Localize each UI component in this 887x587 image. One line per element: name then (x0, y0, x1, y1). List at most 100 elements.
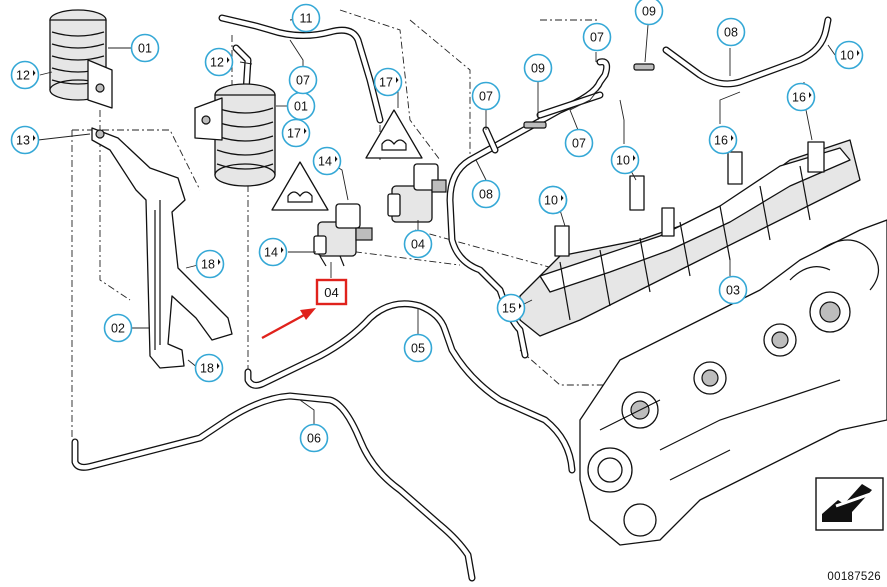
callout-circle (281, 118, 311, 148)
connector-09-right (633, 63, 655, 71)
callout-09[interactable]: 09 (523, 53, 553, 83)
callout-09[interactable]: 09 (634, 0, 664, 26)
callout-circle (10, 60, 40, 90)
callout-number: 10 (544, 194, 558, 208)
callout-number: 12 (210, 56, 224, 70)
callout-07[interactable]: 07 (564, 128, 594, 158)
callout-05[interactable]: 05 (403, 333, 433, 363)
callout-12[interactable]: 12 (10, 60, 40, 90)
callout-12[interactable]: 12 (204, 47, 234, 77)
callout-circle (312, 146, 342, 176)
callout-circle (403, 229, 433, 259)
engine-block (579, 219, 887, 546)
callout-number: 08 (724, 26, 738, 40)
callout-18[interactable]: 18 (194, 353, 224, 383)
callout-07[interactable]: 07 (288, 65, 318, 95)
callout-number: 17 (287, 127, 301, 141)
callout-10[interactable]: 10 (538, 185, 568, 215)
callout-number: 02 (111, 322, 125, 336)
callout-01[interactable]: 01 (286, 91, 316, 121)
callout-number: 01 (294, 100, 308, 114)
callout-number: 14 (264, 246, 278, 260)
callout-note-marker (519, 303, 522, 309)
callout-note-marker (561, 195, 564, 201)
callout-number: 18 (200, 362, 214, 376)
callout-08[interactable]: 08 (471, 179, 501, 209)
callout-18[interactable]: 18 (195, 249, 225, 279)
hose-05 (244, 300, 576, 474)
callout-number: 07 (479, 90, 493, 104)
hose-07-left (232, 44, 252, 96)
callout-14[interactable]: 14 (258, 237, 288, 267)
hose-06 (71, 392, 476, 582)
callout-04[interactable]: 04 (403, 229, 433, 259)
hose-07-small (482, 91, 604, 154)
callout-13[interactable]: 13 (10, 125, 40, 155)
callout-number: 15 (502, 302, 516, 316)
callout-note-marker (281, 247, 284, 253)
hose-07-top (218, 14, 384, 124)
vacuum-reservoir-middle (194, 83, 276, 187)
callout-10[interactable]: 10 (834, 40, 864, 70)
callout-number: 11 (300, 12, 313, 26)
callout-circle (403, 333, 433, 363)
callout-10[interactable]: 10 (610, 145, 640, 175)
callout-note-marker (33, 70, 36, 76)
callout-circle (10, 125, 40, 155)
callout-circle (564, 128, 594, 158)
callout-15[interactable]: 15 (496, 293, 526, 323)
callout-circle (538, 185, 568, 215)
drawing-reference-number: 00187526 (827, 571, 881, 583)
callout-08[interactable]: 08 (716, 17, 746, 47)
solenoid-valve-left (313, 203, 373, 267)
callout-01[interactable]: 01 (130, 33, 160, 63)
highlighted-part-text: 04 (324, 285, 338, 300)
callout-circle (258, 237, 288, 267)
callout-number: 14 (318, 155, 332, 169)
callout-14[interactable]: 14 (312, 146, 342, 176)
callout-number: 07 (590, 31, 604, 45)
callout-circle (103, 313, 133, 343)
callout-number: 13 (16, 134, 30, 148)
callout-circle (834, 40, 864, 70)
callout-07[interactable]: 07 (582, 22, 612, 52)
callout-03[interactable]: 03 (718, 275, 748, 305)
callout-17[interactable]: 17 (281, 118, 311, 148)
warning-label-right (365, 109, 423, 159)
callout-02[interactable]: 02 (103, 313, 133, 343)
pointer-arrow (261, 308, 316, 340)
callout-note-marker (304, 128, 307, 134)
callout-number: 06 (307, 432, 321, 446)
callout-note-marker (809, 92, 812, 98)
callout-11[interactable]: 11 (291, 3, 321, 33)
callout-circle (373, 67, 403, 97)
callout-note-marker (227, 57, 230, 63)
highlighted-part-label[interactable]: 04 (315, 278, 348, 306)
bracket (91, 127, 233, 369)
callout-07[interactable]: 07 (471, 81, 501, 111)
callout-circle (288, 65, 318, 95)
callout-number: 09 (531, 62, 545, 76)
callout-06[interactable]: 06 (299, 423, 329, 453)
orientation-arrow-icon (815, 477, 884, 531)
callout-number: 12 (16, 69, 30, 83)
callout-circle (471, 179, 501, 209)
callout-circle (195, 249, 225, 279)
callout-number: 10 (616, 154, 630, 168)
callout-16[interactable]: 16 (786, 82, 816, 112)
callout-16[interactable]: 16 (708, 125, 738, 155)
callout-circle (204, 47, 234, 77)
vacuum-reservoir-top (49, 9, 113, 109)
callout-circle (610, 145, 640, 175)
callout-note-marker (217, 363, 220, 369)
callout-number: 08 (479, 188, 493, 202)
manifold-cover (519, 139, 861, 337)
callout-number: 09 (642, 5, 656, 19)
callout-17[interactable]: 17 (373, 67, 403, 97)
callout-note-marker (396, 77, 399, 83)
callout-circle (786, 82, 816, 112)
callout-note-marker (33, 135, 36, 141)
callout-number: 04 (411, 238, 425, 252)
callout-number: 17 (379, 76, 393, 90)
